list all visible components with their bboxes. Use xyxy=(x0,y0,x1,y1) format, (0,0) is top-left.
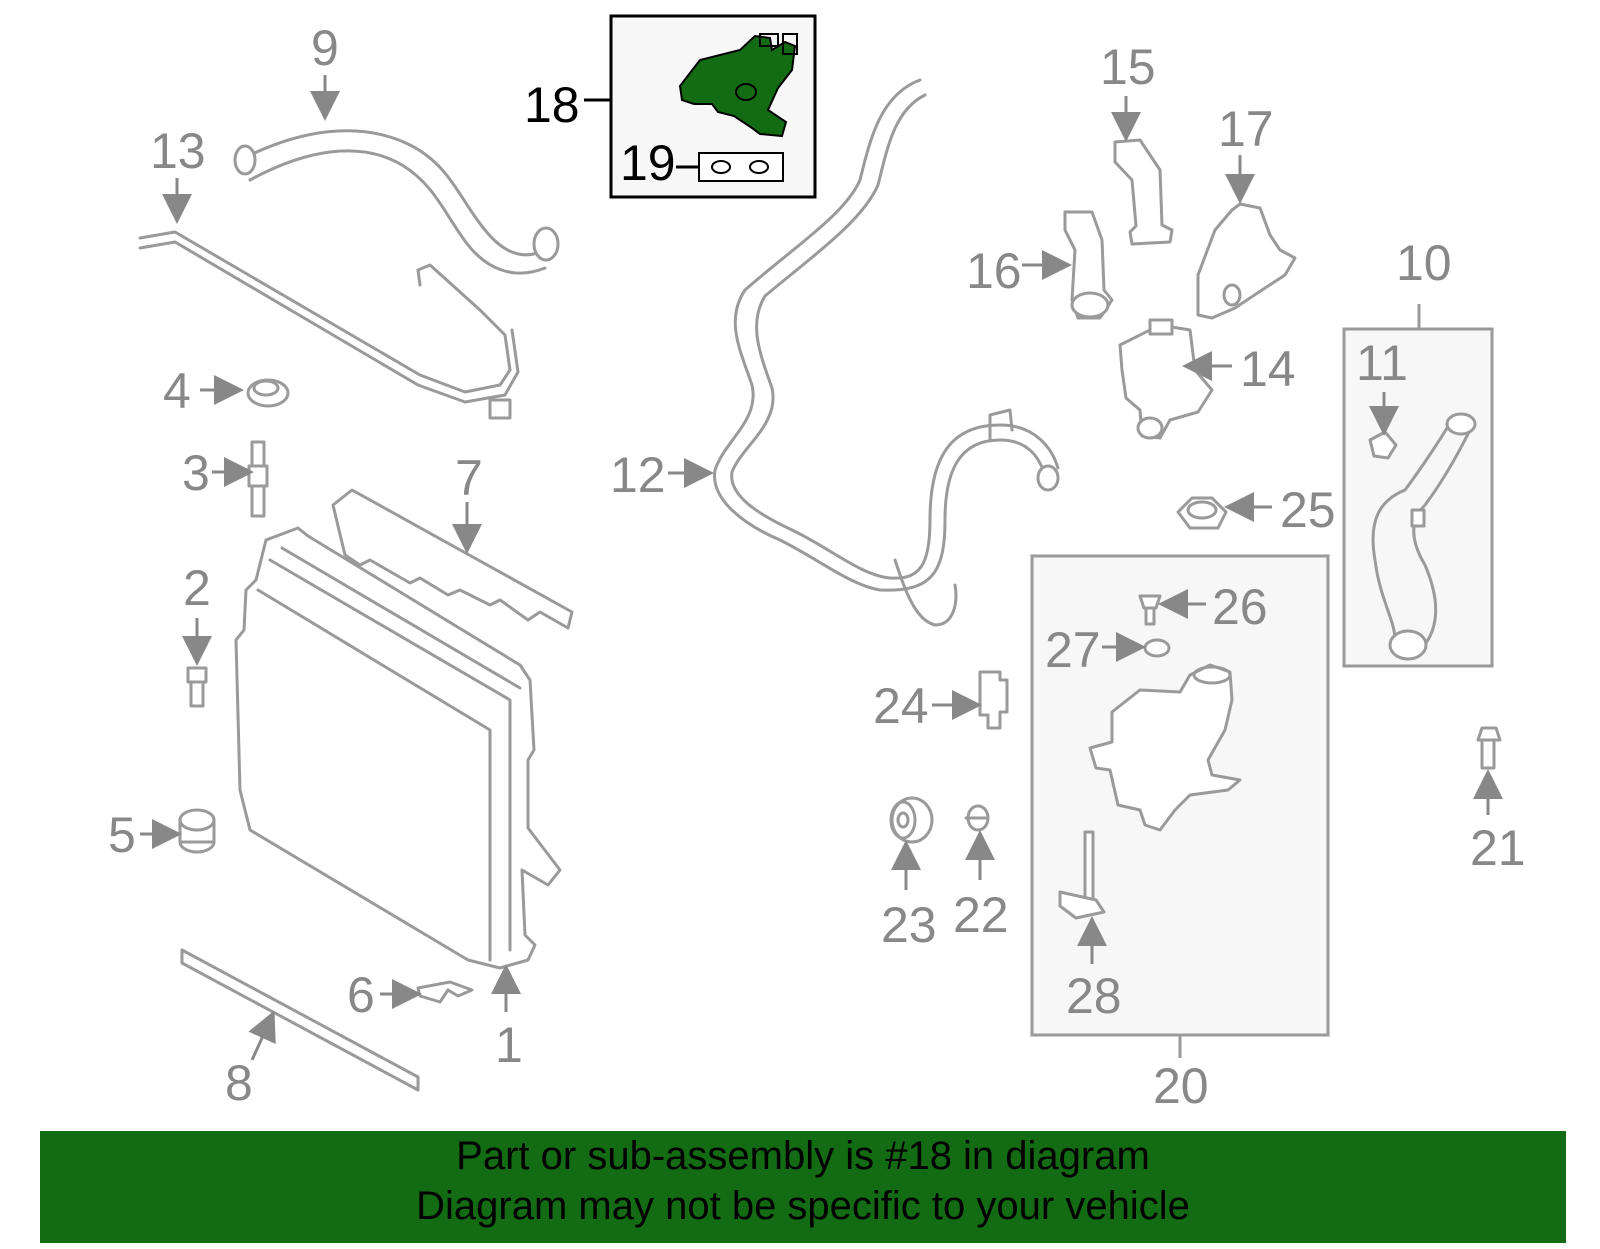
label-19: 19 xyxy=(620,135,676,191)
label-5: 5 xyxy=(108,807,136,863)
label-1: 1 xyxy=(495,1017,523,1073)
label-28: 28 xyxy=(1066,968,1122,1024)
part-9-upper-hose[interactable]: 9 xyxy=(233,20,560,275)
label-24: 24 xyxy=(873,678,929,734)
part-1-radiator[interactable]: 1 xyxy=(234,526,562,1073)
banner-line-2: Diagram may not be specific to your vehi… xyxy=(416,1184,1190,1228)
part-16-hose[interactable]: 16 xyxy=(966,210,1114,320)
part-3-sensor[interactable]: 3 xyxy=(182,440,269,518)
part-24-mount[interactable]: 24 xyxy=(873,670,1009,734)
label-18: 18 xyxy=(524,77,580,133)
part-28-sensor[interactable] xyxy=(1058,830,1106,920)
part-26-bolt[interactable] xyxy=(1138,594,1162,626)
part-6-bracket[interactable]: 6 xyxy=(347,967,474,1023)
part-2-bolt[interactable]: 2 xyxy=(182,560,212,708)
label-12: 12 xyxy=(610,447,666,503)
label-4: 4 xyxy=(163,363,191,419)
part-22-clip[interactable]: 22 xyxy=(953,804,1009,943)
label-8: 8 xyxy=(225,1055,253,1111)
label-6: 6 xyxy=(347,967,375,1023)
part-12-heater-hose[interactable]: 12 xyxy=(610,78,1060,627)
part-17-cover[interactable]: 17 xyxy=(1196,101,1297,320)
label-26: 26 xyxy=(1212,579,1268,635)
label-17: 17 xyxy=(1218,101,1274,157)
banner-line-1: Part or sub-assembly is #18 in diagram xyxy=(456,1134,1150,1178)
part-25-cap[interactable]: 25 xyxy=(1176,482,1336,538)
part-21-bolt[interactable]: 21 xyxy=(1470,726,1526,876)
part-15-hose[interactable]: 15 xyxy=(1100,39,1174,246)
label-22: 22 xyxy=(953,887,1009,943)
label-16: 16 xyxy=(966,243,1022,299)
label-14: 14 xyxy=(1240,341,1296,397)
label-9: 9 xyxy=(311,20,339,76)
part-27-oring[interactable] xyxy=(1143,638,1171,658)
part-18-group[interactable]: 18 19 xyxy=(524,14,817,199)
info-banner: Part or sub-assembly is #18 in diagram D… xyxy=(40,1131,1566,1243)
reservoir-tank[interactable] xyxy=(1088,663,1242,832)
label-11: 11 xyxy=(1356,335,1408,391)
label-27: 27 xyxy=(1045,622,1101,678)
label-13: 13 xyxy=(150,123,206,179)
label-3: 3 xyxy=(182,445,210,501)
part-7-air-deflector[interactable]: 7 xyxy=(331,450,574,630)
thermostat-housing-highlight[interactable] xyxy=(678,33,798,138)
label-23: 23 xyxy=(881,897,937,953)
label-10: 10 xyxy=(1396,235,1452,291)
part-14-valve[interactable]: 14 xyxy=(1118,318,1296,440)
part-23-grommet[interactable]: 23 xyxy=(881,796,937,953)
part-4-grommet[interactable]: 4 xyxy=(163,363,290,419)
part-13-tube[interactable]: 13 xyxy=(138,123,520,420)
part-5-isolator[interactable]: 5 xyxy=(108,807,216,863)
label-25: 25 xyxy=(1280,482,1336,538)
label-7: 7 xyxy=(455,450,483,506)
part-10-group[interactable]: 10 11 xyxy=(1342,235,1494,668)
part-20-group[interactable]: 20 26 27 28 xyxy=(1030,554,1330,1114)
label-15: 15 xyxy=(1100,39,1156,95)
label-20: 20 xyxy=(1153,1058,1209,1114)
part-8-seal-strip[interactable]: 8 xyxy=(180,948,420,1111)
label-2: 2 xyxy=(183,560,211,616)
label-21: 21 xyxy=(1470,820,1526,876)
